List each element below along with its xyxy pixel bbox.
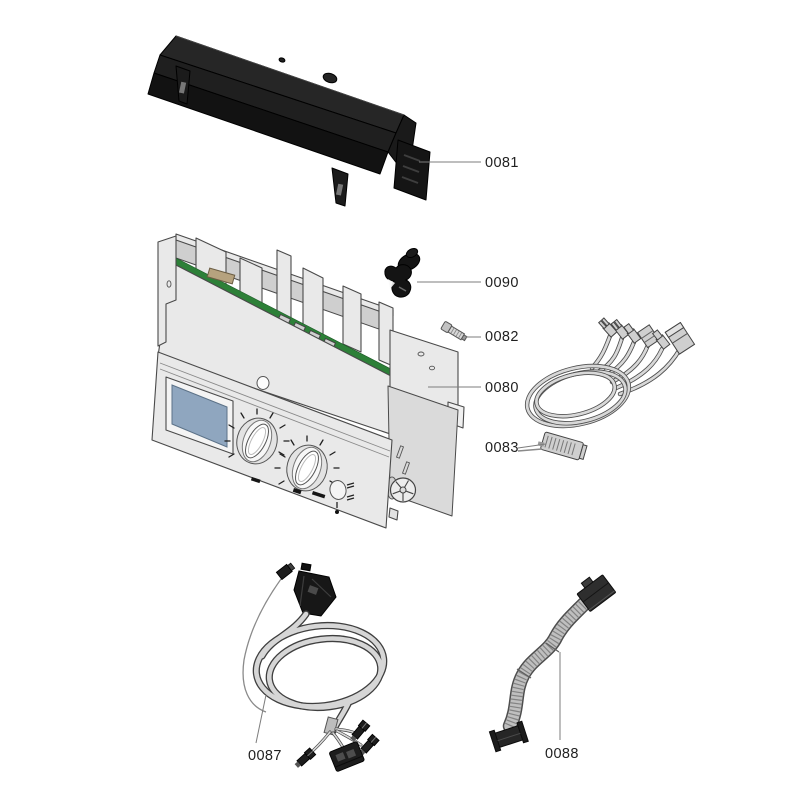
harness-spade-terminal: [597, 317, 618, 338]
clip-slash-detail: [398, 286, 407, 292]
harness-pigtail-wire: [517, 448, 543, 452]
cover-tab-bottom-slot: [336, 183, 344, 196]
module-left-hole: [166, 280, 172, 288]
ribbon-crease: [516, 668, 532, 679]
dash-icon: [311, 491, 326, 499]
harness-spade-terminal: [623, 323, 642, 344]
callout-0087: 0087: [248, 694, 282, 764]
part-0088-ribbon-cable: [488, 574, 616, 753]
thumbwheel: [389, 477, 417, 503]
part-number-label-0090: 0090: [485, 275, 519, 291]
callout-0082: 0082: [466, 329, 519, 345]
knob-right: [286, 444, 328, 492]
cable-block-connector: [329, 741, 365, 772]
screw-tip: [460, 334, 468, 342]
screw-threads: [450, 327, 463, 339]
leader-line-0087: [255, 694, 267, 744]
module-latch-bracket: [206, 267, 236, 285]
cable-connector-detail: [307, 585, 319, 595]
part-0083-wiring-harness: [517, 317, 696, 461]
cable-fan-wires: [305, 727, 363, 758]
panel-button: [329, 480, 347, 500]
clip-hook-body: [384, 264, 412, 298]
part-number-label-0082: 0082: [485, 329, 519, 345]
part-number-label-0088: 0088: [545, 746, 579, 762]
callout-0081: 0081: [419, 155, 519, 171]
module-front-hole: [256, 376, 270, 390]
cable-small-connector: [275, 562, 296, 581]
cover-front-lower-face: [147, 72, 389, 175]
knob-right-icon: [292, 488, 302, 495]
cable-spade-terminal: [359, 733, 380, 756]
cover-top-dot: [278, 57, 286, 63]
display-window: [171, 384, 228, 448]
right-plate-hole: [417, 351, 425, 357]
harness-coil: [524, 363, 632, 429]
part-number-label-0087: 0087: [248, 748, 282, 764]
ribbon-top-connector: [576, 574, 616, 612]
front-panel-crease: [159, 362, 391, 452]
cover-bracket-slots: [401, 154, 421, 184]
ribbon-bottom-connector: [488, 720, 529, 753]
module-foot2: [388, 507, 399, 521]
cover-tab-left-slot: [179, 81, 187, 94]
harness-block-connector: [664, 321, 696, 355]
cover-top-hole: [322, 72, 338, 84]
side-slot-detail: [395, 445, 405, 459]
part-number-label-0080: 0080: [485, 380, 519, 396]
part-number-label-0081: 0081: [485, 155, 519, 171]
part-0090-clip: [384, 247, 421, 298]
knob-left-tick-marks: [224, 408, 290, 458]
cable-connector-facets: [299, 575, 332, 607]
cable-coil: [252, 610, 388, 735]
clip-head-top: [405, 247, 419, 259]
callout-0080: 0080: [428, 380, 519, 396]
ribbon-crease2: [545, 642, 560, 653]
part-0081-cover: [147, 35, 431, 207]
leader-line-0083: [517, 443, 547, 449]
right-plate-hole2: [428, 365, 436, 371]
part-number-label-0083: 0083: [485, 440, 519, 456]
clip-notch: [388, 279, 395, 289]
part-0082-screw: [440, 321, 468, 342]
part-0080-control-module: [151, 233, 465, 529]
front-panel-crease2: [159, 368, 390, 458]
harness-spade-terminal: [610, 318, 630, 340]
harness-board-connector: [540, 431, 588, 461]
harness-spade-terminal: [651, 329, 671, 350]
callout-0090: 0090: [417, 275, 519, 291]
module-left-wall: [157, 235, 177, 347]
ribbon-weave-texture: [504, 600, 588, 729]
knob-left-icon: [250, 477, 261, 484]
part-0087-cable-assembly: [242, 562, 388, 772]
callout-0083: 0083: [485, 440, 547, 456]
callout-0088: 0088: [545, 652, 579, 762]
cable-connector-tab: [300, 562, 312, 572]
cover-edge-highlight: [175, 35, 405, 116]
side-slot-detail2: [401, 461, 411, 475]
cable-spade-terminal: [294, 747, 317, 768]
cable-spade-terminal: [350, 719, 371, 742]
cable-thin-wire: [242, 578, 282, 713]
button-side-icons: [346, 482, 355, 501]
button-pointer-dot: [335, 510, 339, 514]
knob-left: [236, 417, 278, 465]
